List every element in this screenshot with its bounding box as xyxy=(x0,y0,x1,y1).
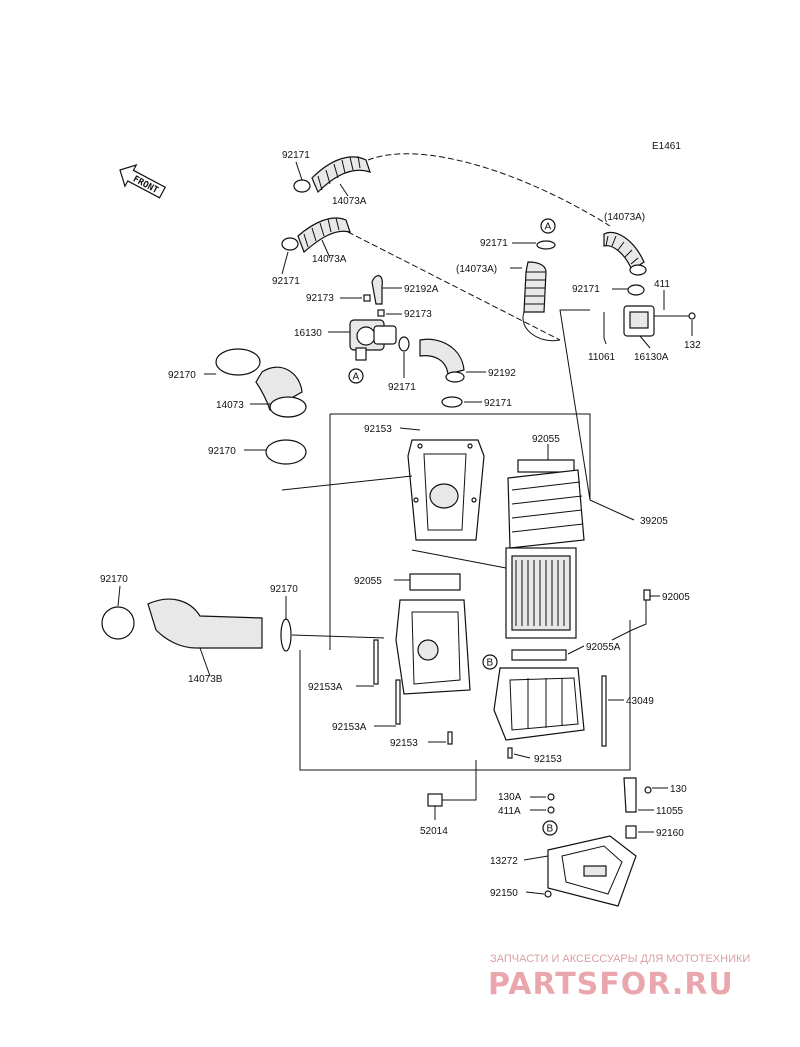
label-92171: 92171 xyxy=(480,238,508,249)
clamp-92170-left xyxy=(101,606,135,640)
svg-text:B: B xyxy=(547,824,554,835)
valve-16130A xyxy=(623,305,692,337)
fitting-92173-a xyxy=(363,294,371,302)
intercooler-39205 xyxy=(505,459,585,639)
label-132: 132 xyxy=(684,340,701,351)
label-14073A-paren: (14073A) xyxy=(456,264,497,275)
plate-13272 xyxy=(547,835,637,907)
label-92170: 92170 xyxy=(168,370,196,381)
part-labels: 92171 14073A 92171 14073A 92173 92192A 9… xyxy=(100,150,701,899)
clamp-92170-lower xyxy=(265,439,307,465)
callout-B-plate: B xyxy=(542,820,558,836)
label-92153: 92153 xyxy=(390,738,418,749)
hose-14073B xyxy=(147,598,263,649)
label-92171: 92171 xyxy=(388,382,416,393)
hose-14073A-right xyxy=(603,231,647,276)
bolt-92153A-b xyxy=(395,679,401,725)
bolt-92005 xyxy=(643,589,651,601)
bolt-92150 xyxy=(544,890,552,898)
label-92170: 92170 xyxy=(270,584,298,595)
leader-lines xyxy=(117,161,693,895)
label-92005: 92005 xyxy=(662,592,690,603)
callout-B-case: B xyxy=(482,654,498,670)
label-92170: 92170 xyxy=(100,574,128,585)
bolt-92153-c xyxy=(447,731,453,745)
fitting-92173-b xyxy=(377,309,385,317)
callout-A-top: A xyxy=(540,218,556,234)
label-92171: 92171 xyxy=(282,150,310,161)
label-411A: 411A xyxy=(498,806,521,817)
label-92192A: 92192A xyxy=(404,284,439,295)
label-130A: 130A xyxy=(498,792,522,803)
label-11055: 11055 xyxy=(656,806,684,817)
hose-14073A-center xyxy=(522,261,561,342)
label-92160: 92160 xyxy=(656,828,684,839)
part-92160 xyxy=(625,825,637,839)
lower-case xyxy=(493,667,585,741)
label-43049: 43049 xyxy=(626,696,654,707)
bolt-130A xyxy=(547,793,555,801)
label-92153A: 92153A xyxy=(308,682,343,693)
label-92055: 92055 xyxy=(532,434,560,445)
label-14073A-paren: (14073A) xyxy=(604,212,645,223)
label-92192: 92192 xyxy=(488,368,516,379)
label-14073B: 14073B xyxy=(188,674,223,685)
bolt-92153-b xyxy=(507,747,513,759)
fitting-52014 xyxy=(427,793,443,807)
label-14073: 14073 xyxy=(216,400,244,411)
label-92171: 92171 xyxy=(572,284,600,295)
label-92150: 92150 xyxy=(490,888,518,899)
rod-43049 xyxy=(601,675,607,747)
hose-14073A-lower xyxy=(281,217,351,254)
clamp-92171-intake xyxy=(441,396,463,408)
label-92170: 92170 xyxy=(208,446,236,457)
label-14073A: 14073A xyxy=(332,196,367,207)
label-14073A: 14073A xyxy=(312,254,347,265)
watermark-logo: PARTSFOR.RU xyxy=(488,967,734,1002)
label-92153: 92153 xyxy=(364,424,392,435)
label-92153: 92153 xyxy=(534,754,562,765)
clamp-92170-upper xyxy=(215,348,261,376)
watermark-tagline: ЗАПЧАСТИ И АКСЕССУАРЫ ДЛЯ МОТОТЕХНИКИ xyxy=(490,953,750,965)
label-11061: 11061 xyxy=(588,352,616,363)
hose-14073A-upper xyxy=(293,155,371,194)
clamp-92171-right xyxy=(627,284,645,296)
label-16130: 16130 xyxy=(294,328,322,339)
label-92173: 92173 xyxy=(404,309,432,320)
label-13272: 13272 xyxy=(490,856,518,867)
clamp-92170-mid xyxy=(280,618,292,652)
bolt-92153A-a xyxy=(373,639,379,685)
label-16130A: 16130A xyxy=(634,352,669,363)
gasket-92055A xyxy=(511,649,567,661)
callout-A-valve: A xyxy=(348,368,364,384)
clamp-92171-valve xyxy=(398,336,410,352)
front-arrow-icon: FRONT xyxy=(119,164,167,199)
intake-cover-lower xyxy=(395,573,471,695)
svg-text:A: A xyxy=(353,372,360,383)
label-52014: 52014 xyxy=(420,826,448,837)
label-92173: 92173 xyxy=(306,293,334,304)
valve-16130 xyxy=(349,319,397,361)
label-411: 411 xyxy=(654,279,670,290)
label-92171: 92171 xyxy=(272,276,300,287)
diagram-code: E1461 xyxy=(652,141,681,152)
clamp-92171-center xyxy=(536,240,556,250)
svg-text:A: A xyxy=(545,222,552,233)
intake-cover-upper xyxy=(407,439,485,541)
pipe-92192 xyxy=(419,338,465,375)
label-130: 130 xyxy=(670,784,687,795)
washer-411A xyxy=(547,806,555,814)
label-92153A: 92153A xyxy=(332,722,367,733)
pipe-92192A xyxy=(371,275,383,305)
label-92055: 92055 xyxy=(354,576,382,587)
bracket-11055 xyxy=(623,777,652,813)
label-39205: 39205 xyxy=(640,516,668,527)
label-92171: 92171 xyxy=(484,398,512,409)
svg-text:B: B xyxy=(487,658,494,669)
label-92055A: 92055A xyxy=(586,642,621,653)
